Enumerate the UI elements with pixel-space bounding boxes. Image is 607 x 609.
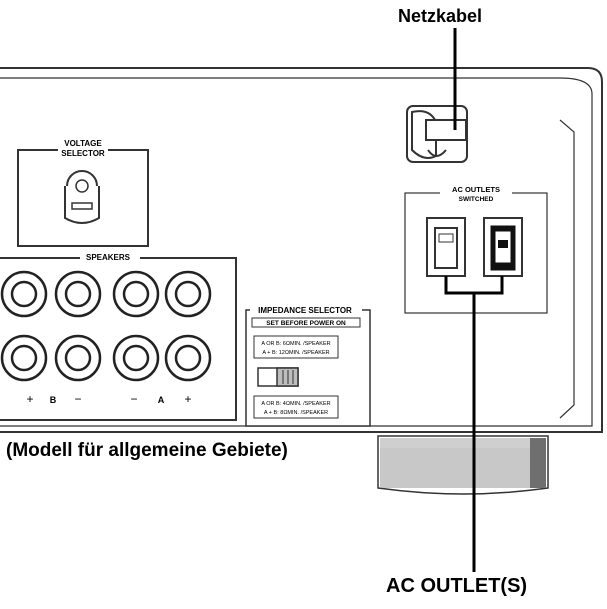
impedance-slider-switch[interactable] xyxy=(257,367,299,387)
impedance-selector-title: IMPEDANCE SELECTOR xyxy=(258,306,352,315)
speakers-label: SPEAKERS xyxy=(86,253,131,262)
ac-outlet-left[interactable] xyxy=(426,217,466,277)
voltage-selector-label-1: VOLTAGE xyxy=(64,139,102,148)
impedance-option-2-line-2: A + B: 8ΩMIN. /SPEAKER xyxy=(264,410,328,416)
power-cable-clip xyxy=(406,105,468,163)
speaker-mark-1: + xyxy=(26,392,33,406)
ac-outlets-label-2: SWITCHED xyxy=(459,196,494,203)
speaker-mark-2: B xyxy=(50,395,57,405)
model-note-callout: (Modell für allgemeine Gebiete) xyxy=(6,440,288,461)
speaker-mark-4: − xyxy=(130,392,137,406)
speaker-terminal-row-bottom[interactable] xyxy=(0,334,212,382)
speaker-terminal-row-top[interactable] xyxy=(0,270,212,318)
ac-outlets-label-1: AC OUTLETS xyxy=(452,185,500,194)
speaker-mark-3: − xyxy=(74,392,81,406)
leader-lines xyxy=(444,28,504,572)
impedance-warning: SET BEFORE POWER ON xyxy=(266,320,346,327)
chassis-foot xyxy=(377,435,549,495)
power-cable-callout: Netzkabel xyxy=(398,6,483,26)
voltage-selector[interactable]: VOLTAGE SELECTOR xyxy=(17,138,149,247)
speaker-mark-6: + xyxy=(184,392,191,406)
impedance-option-2-line-1: A OR B: 4ΩMIN. /SPEAKER xyxy=(261,401,330,407)
speakers-terminals: SPEAKERS + B − − A + xyxy=(0,250,237,421)
impedance-selector: IMPEDANCE SELECTOR SET BEFORE POWER ON A… xyxy=(245,304,371,427)
impedance-option-1-line-2: A + B: 12ΩMIN. /SPEAKER xyxy=(262,350,329,356)
ac-outlet-right[interactable] xyxy=(483,217,523,277)
ac-outlets-callout: AC OUTLET(S) xyxy=(386,575,528,597)
ac-outlets-box: AC OUTLETS SWITCHED xyxy=(404,185,548,314)
speaker-mark-5: A xyxy=(158,395,165,405)
impedance-option-1-line-1: A OR B: 6ΩMIN. /SPEAKER xyxy=(261,341,330,347)
chassis xyxy=(0,67,603,433)
voltage-selector-label-2: SELECTOR xyxy=(61,149,105,158)
